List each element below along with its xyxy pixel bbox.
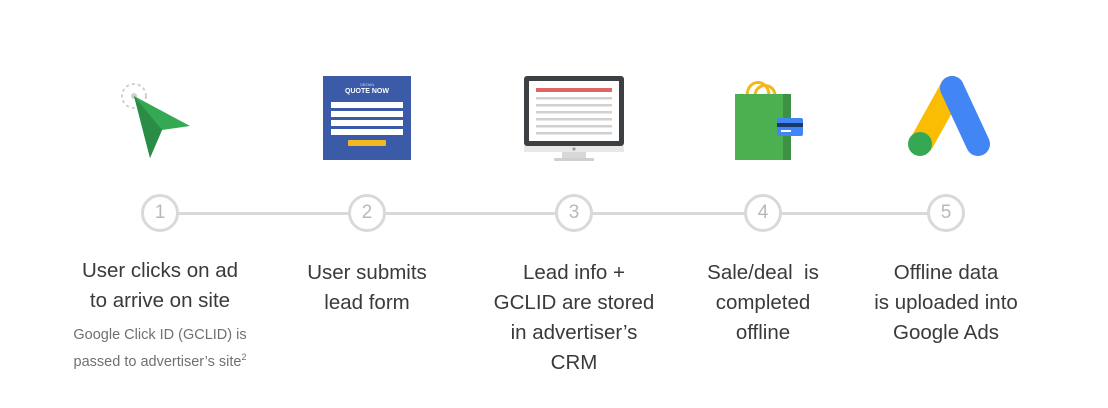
- step-title-line: lead form: [324, 291, 410, 314]
- form-submit-button: [348, 140, 386, 146]
- step-number-circle: 2: [348, 194, 386, 232]
- step-title-line: in advertiser’s: [510, 321, 638, 344]
- step-title-line: User submits: [307, 261, 427, 284]
- step-title: Lead info + GCLID are stored in advertis…: [464, 258, 684, 378]
- step-1: 1 User clicks on ad to arrive on site Go…: [50, 0, 270, 408]
- form-field: [331, 102, 403, 108]
- step-number-circle: 4: [744, 194, 782, 232]
- step-title-line: offline: [735, 321, 791, 344]
- timeline-line: [160, 212, 947, 215]
- step-title-line: Sale/deal is: [707, 261, 819, 284]
- google-ads-logo-icon: [900, 74, 992, 164]
- step-title: User submits lead form: [257, 258, 477, 318]
- step-title-line: Google Ads: [893, 321, 999, 344]
- form-small-label: OBTAIN: [359, 82, 375, 87]
- step-title-line: User clicks on ad: [81, 259, 239, 282]
- step-number-circle: 5: [927, 194, 965, 232]
- footnote-marker: 2: [241, 352, 247, 362]
- step-3: 3 Lead info + GCLID are stored in advert…: [464, 0, 684, 408]
- step-title-line: CRM: [550, 351, 598, 374]
- cursor-click-icon: [120, 80, 200, 164]
- step-title-line: Offline data: [893, 261, 999, 284]
- form-field: [331, 129, 403, 135]
- step-title-line: completed: [715, 291, 811, 314]
- step-title: Offline data is uploaded into Google Ads: [836, 258, 1056, 348]
- shopping-bag-card-icon: [721, 76, 805, 162]
- step-subtitle-text: passed to advertiser’s site: [73, 353, 242, 370]
- step-subtitle-line: passed to advertiser’s site2: [50, 346, 270, 373]
- step-subtitle-line: Google Click ID (GCLID) is: [73, 327, 247, 343]
- step-title-line: Lead info +: [522, 261, 626, 284]
- step-number-circle: 3: [555, 194, 593, 232]
- form-field: [331, 120, 403, 126]
- step-title: Sale/deal is completed offline: [653, 258, 873, 348]
- step-4: 4 Sale/deal is completed offline: [653, 0, 873, 408]
- step-title: User clicks on ad to arrive on site: [50, 256, 270, 316]
- monitor-crm-icon: [522, 74, 626, 162]
- quote-form-card: OBTAIN QUOTE NOW: [323, 76, 411, 160]
- step-5: 5 Offline data is uploaded into Google A…: [836, 0, 1056, 408]
- step-title-line: to arrive on site: [89, 289, 231, 312]
- step-number-circle: 1: [141, 194, 179, 232]
- quote-form-icon: OBTAIN QUOTE NOW: [323, 76, 411, 160]
- step-title-line: is uploaded into: [874, 291, 1018, 314]
- step-subtitle: Google Click ID (GCLID) is passed to adv…: [50, 324, 270, 373]
- step-title-line: GCLID are stored: [493, 291, 655, 314]
- form-heading: QUOTE NOW: [345, 88, 389, 95]
- form-field: [331, 111, 403, 117]
- step-2: OBTAIN QUOTE NOW 2 User submits lead for…: [257, 0, 477, 408]
